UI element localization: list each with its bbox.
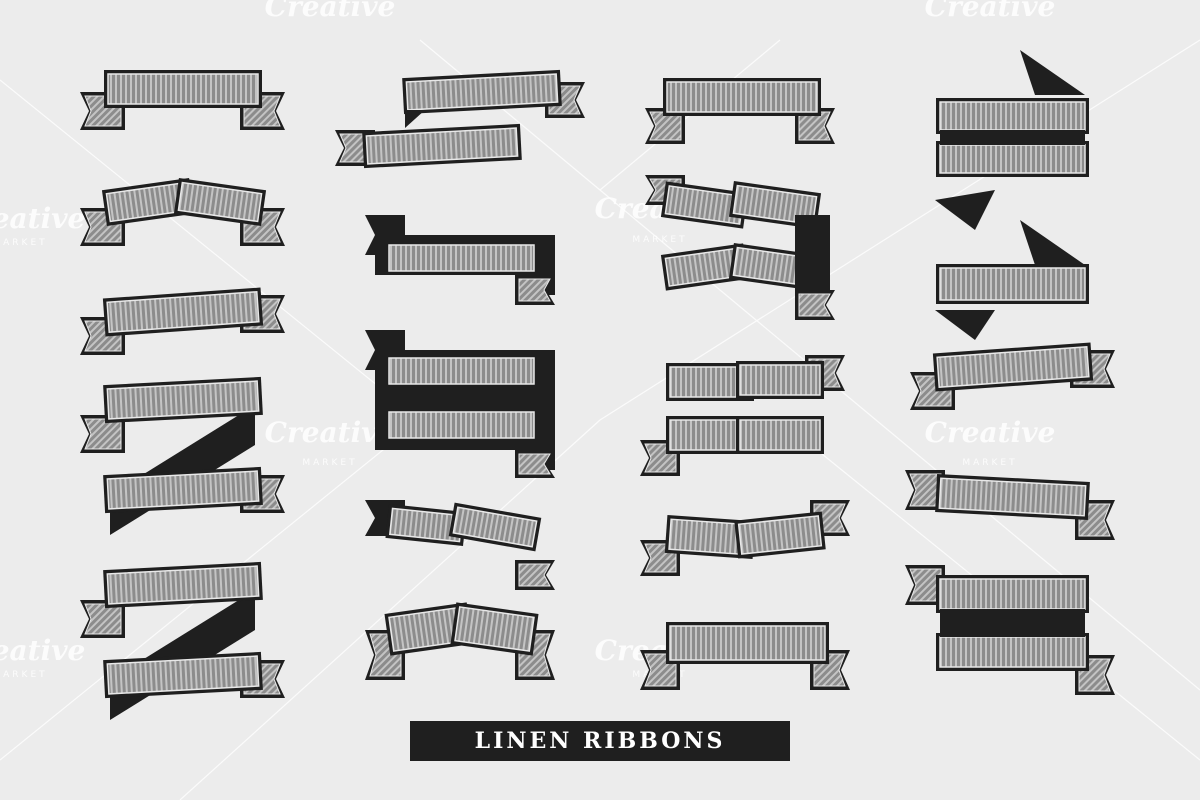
ribbon-c1-1 xyxy=(80,70,285,130)
ribbon-c4-2 xyxy=(935,220,1089,340)
ribbon-c3-5 xyxy=(640,622,850,690)
ribbon-c3-1 xyxy=(645,78,835,144)
ribbon-c3-2 xyxy=(645,175,835,320)
ribbon-c4-1 xyxy=(935,50,1089,230)
svg-text:MARKET: MARKET xyxy=(302,458,357,468)
ribbon-c2-1 xyxy=(335,69,585,169)
ribbon-c1-4 xyxy=(80,376,285,535)
ribbon-c1-5 xyxy=(80,561,285,720)
svg-text:Creative: Creative xyxy=(925,416,1056,449)
svg-text:Creative: Creative xyxy=(925,0,1056,23)
ribbon-c2-2 xyxy=(365,215,555,305)
ribbon-c2-4 xyxy=(365,500,555,590)
ribbon-c4-5 xyxy=(905,565,1115,695)
svg-text:Creative: Creative xyxy=(265,416,396,449)
ribbon-c4-4 xyxy=(905,470,1115,540)
ribbon-c2-5 xyxy=(365,602,555,680)
svg-text:Creative: Creative xyxy=(0,202,85,235)
svg-text:MARKET: MARKET xyxy=(0,238,48,248)
title-banner: LINEN RIBBONS xyxy=(410,721,790,761)
svg-text:MARKET: MARKET xyxy=(962,458,1017,468)
title-text: LINEN RIBBONS xyxy=(474,728,726,754)
svg-text:MARKET: MARKET xyxy=(632,235,687,245)
svg-text:Creative: Creative xyxy=(265,0,396,23)
ribbon-c3-3 xyxy=(640,355,845,476)
svg-text:MARKET: MARKET xyxy=(0,670,48,680)
ribbon-grid xyxy=(80,50,1115,720)
ribbon-c4-3 xyxy=(910,342,1115,410)
svg-text:Creative: Creative xyxy=(0,634,85,667)
ribbon-c1-3 xyxy=(80,287,285,355)
ribbon-c3-4 xyxy=(640,500,850,576)
ribbon-c1-2 xyxy=(80,178,285,246)
ribbon-c2-3 xyxy=(365,330,555,478)
